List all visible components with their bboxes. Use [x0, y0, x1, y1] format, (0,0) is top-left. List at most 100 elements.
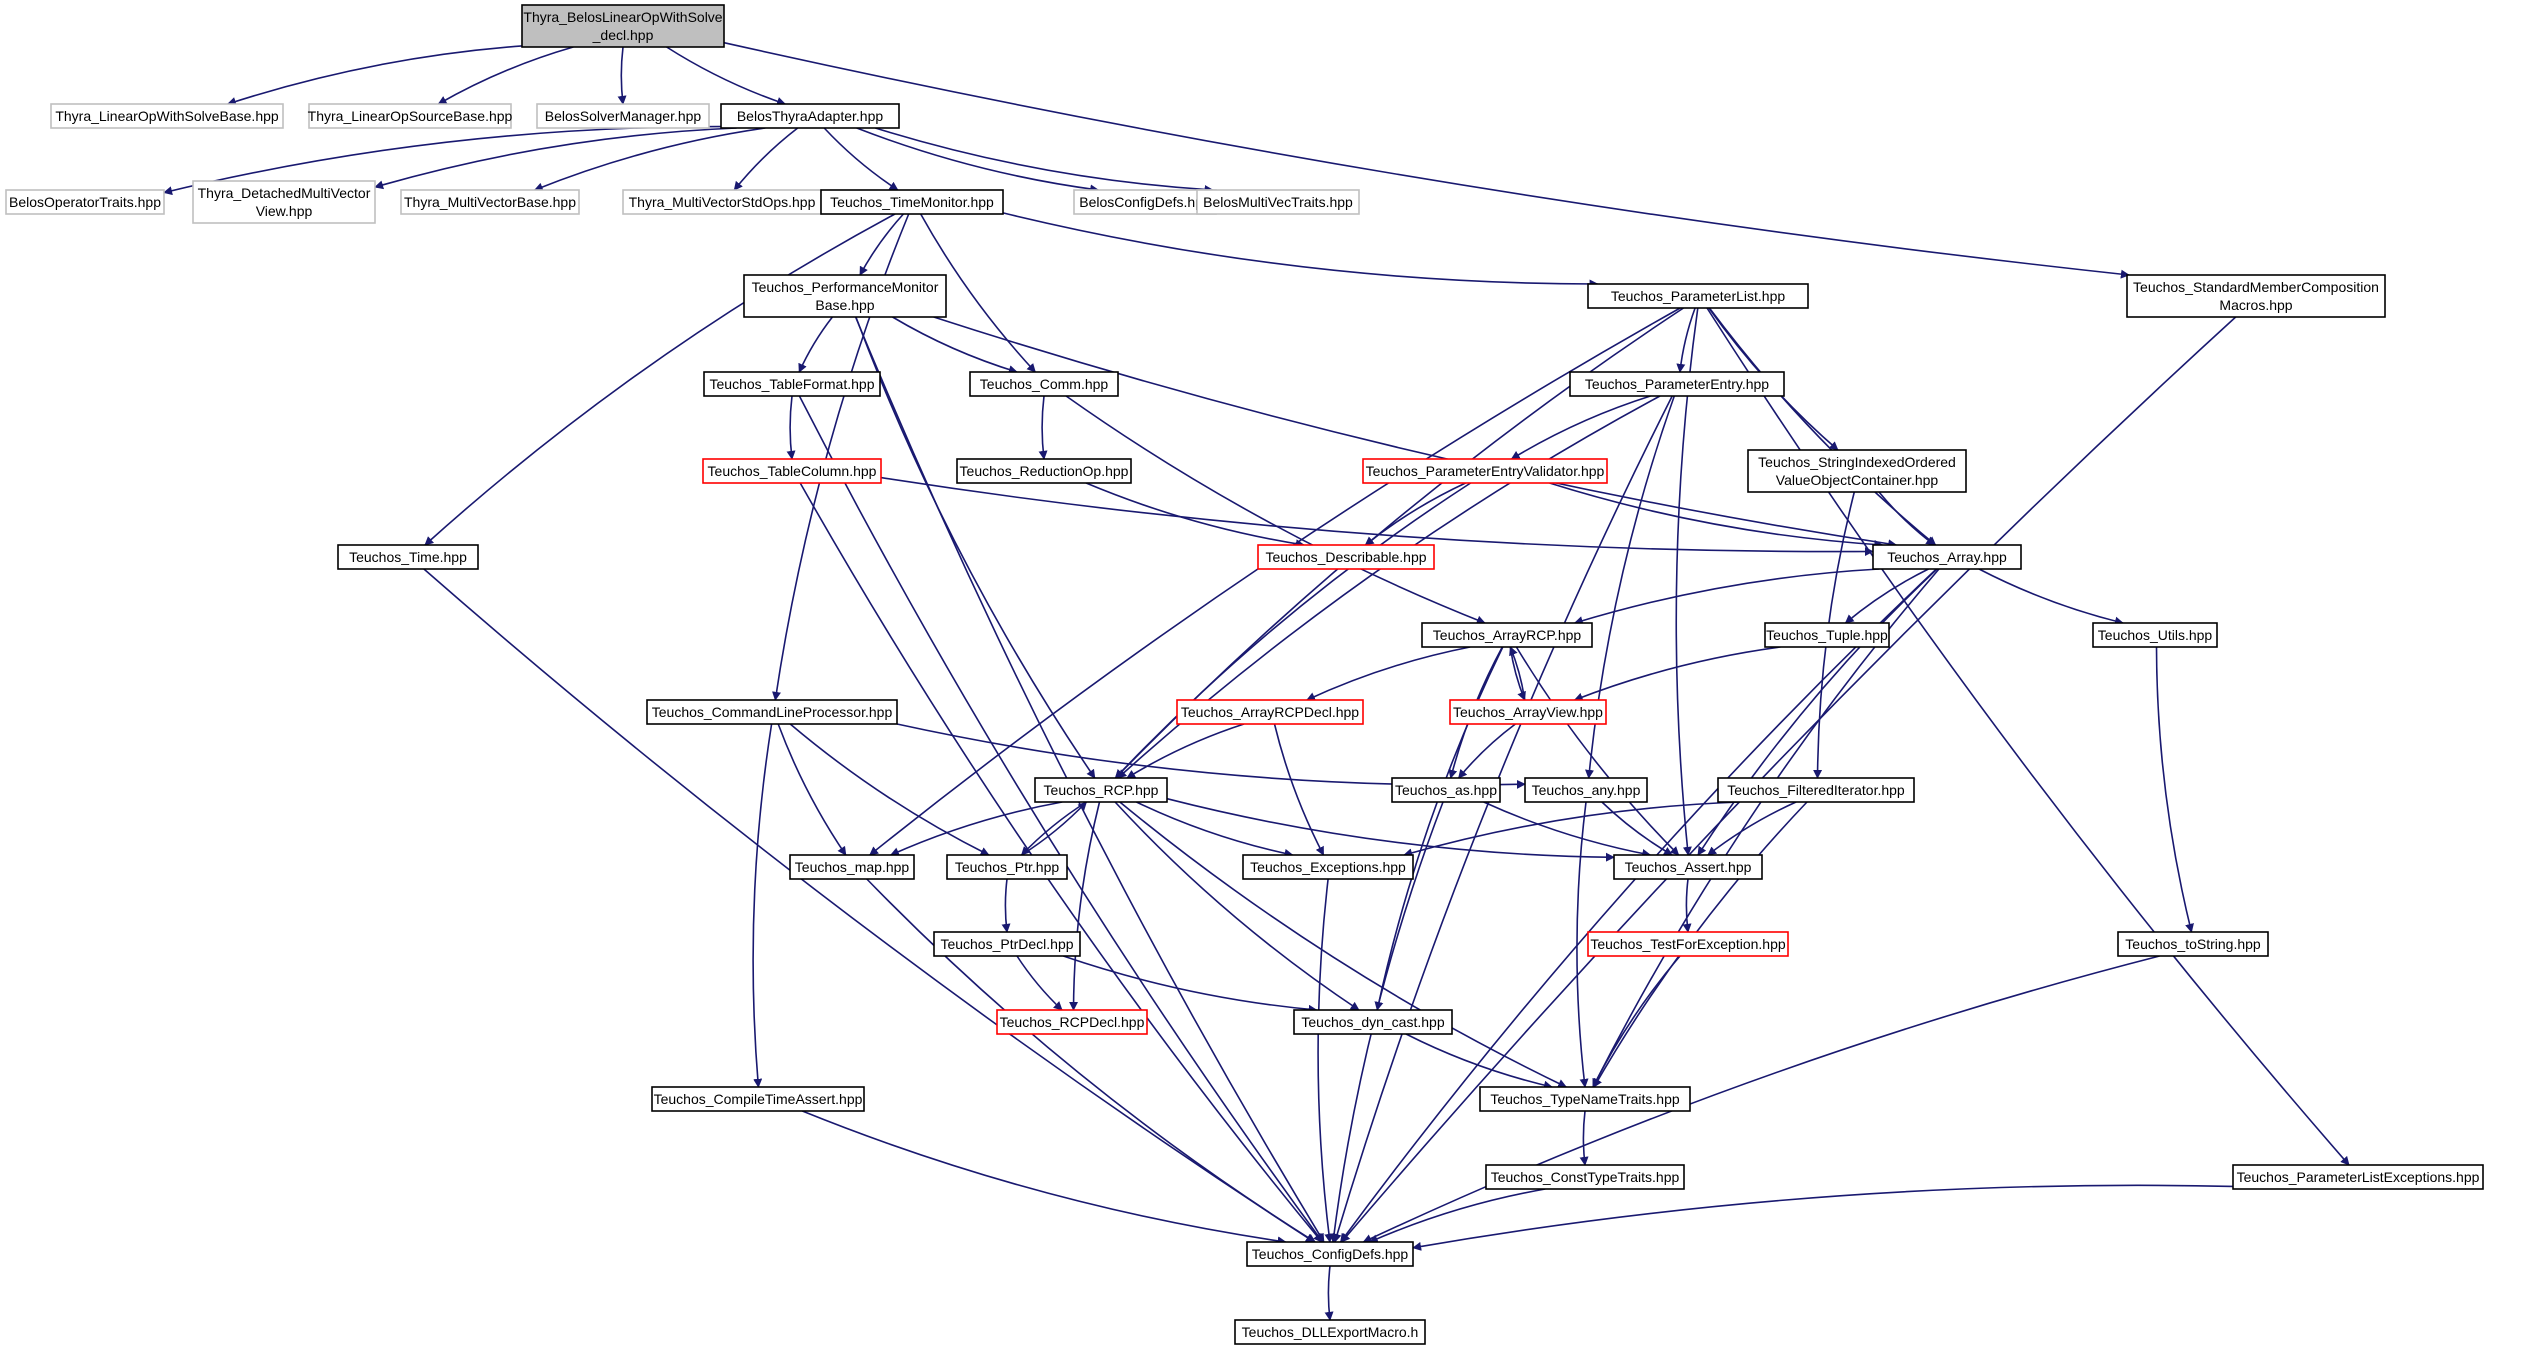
- node-tmvb[interactable]: Thyra_MultiVectorBase.hpp: [400, 189, 580, 215]
- node-ttostr[interactable]: Teuchos_toString.hpp: [2117, 931, 2269, 957]
- edge-tro-to-tdesc: [1085, 482, 1305, 549]
- edge-root-to-bta: [666, 46, 786, 106]
- node-tav[interactable]: Teuchos_ArrayView.hpp: [1449, 699, 1607, 725]
- node-tutil[interactable]: Teuchos_Utils.hpp: [2092, 622, 2218, 648]
- node-label: Teuchos_ParameterList.hpp: [1611, 288, 1786, 304]
- edge-bta-to-tmvso: [733, 127, 799, 191]
- node-tarr[interactable]: Teuchos_Array.hpp: [1872, 544, 2022, 570]
- edge-trcp-to-trcpd: [1069, 801, 1101, 1011]
- edges-layer: [163, 41, 2350, 1321]
- node-tcta[interactable]: Teuchos_CompileTimeAssert.hpp: [651, 1086, 865, 1112]
- node-label: Macros.hpp: [2219, 297, 2292, 313]
- node-tarcp[interactable]: Teuchos_ArrayRCP.hpp: [1421, 622, 1593, 648]
- edge-ttf-to-tcd: [798, 395, 1324, 1243]
- node-box: [1391, 777, 1501, 803]
- node-box: [1073, 189, 1217, 215]
- node-bcd[interactable]: BelosConfigDefs.hpp: [1073, 189, 1217, 215]
- edge-ttm-to-ttime: [424, 213, 896, 546]
- edge-root-to-tsmcm: [723, 41, 2130, 279]
- node-box: [946, 854, 1068, 880]
- node-tarcpd[interactable]: Teuchos_ArrayRCPDecl.hpp: [1176, 699, 1364, 725]
- node-tpe[interactable]: Teuchos_ParameterEntry.hpp: [1569, 371, 1785, 397]
- node-tsmcm[interactable]: Teuchos_StandardMemberCompositionMacros.…: [2126, 274, 2386, 318]
- node-label: Thyra_LinearOpSourceBase.hpp: [308, 108, 513, 124]
- node-lopsb[interactable]: Thyra_LinearOpSourceBase.hpp: [308, 103, 513, 129]
- edge-tpev-to-tarr: [1549, 482, 1884, 549]
- edge-bta-to-tdmv: [374, 127, 737, 190]
- edge-tav-to-tas: [1457, 723, 1516, 779]
- node-bsm[interactable]: BelosSolverManager.hpp: [536, 103, 710, 129]
- node-ttnt[interactable]: Teuchos_TypeNameTraits.hpp: [1479, 1086, 1691, 1112]
- node-bta[interactable]: BelosThyraAdapter.hpp: [720, 103, 900, 129]
- node-trcp[interactable]: Teuchos_RCP.hpp: [1034, 777, 1168, 803]
- node-label: Teuchos_any.hpp: [1532, 782, 1641, 798]
- edge-tarcp-to-tav: [1509, 646, 1526, 701]
- edge-root-to-lopsb: [437, 46, 574, 105]
- node-box: [1569, 371, 1785, 397]
- node-label: Teuchos_StandardMemberComposition: [2133, 279, 2379, 295]
- node-box: [2126, 274, 2386, 318]
- edge-bta-to-bcd: [856, 127, 1100, 194]
- edge-tarcp-to-tassert: [1515, 646, 1680, 856]
- node-ttup[interactable]: Teuchos_Tuple.hpp: [1764, 622, 1890, 648]
- node-tmap[interactable]: Teuchos_map.hpp: [789, 854, 915, 880]
- node-tctt[interactable]: Teuchos_ConstTypeTraits.hpp: [1485, 1164, 1685, 1190]
- node-box: [956, 458, 1132, 484]
- node-tro[interactable]: Teuchos_ReductionOp.hpp: [956, 458, 1132, 484]
- node-tdesc[interactable]: Teuchos_Describable.hpp: [1257, 544, 1435, 570]
- node-box: [308, 103, 512, 129]
- node-tpev[interactable]: Teuchos_ParameterEntryValidator.hpp: [1362, 458, 1608, 484]
- edge-tsmcm-to-tcd: [1340, 316, 2237, 1243]
- node-bmvt[interactable]: BelosMultiVecTraits.hpp: [1196, 189, 1360, 215]
- node-box: [50, 103, 284, 129]
- node-ttime[interactable]: Teuchos_Time.hpp: [337, 544, 479, 570]
- node-tcd[interactable]: Teuchos_ConfigDefs.hpp: [1246, 1241, 1414, 1267]
- node-texc[interactable]: Teuchos_Exceptions.hpp: [1242, 854, 1414, 880]
- node-label: Thyra_LinearOpWithSolveBase.hpp: [55, 108, 279, 124]
- edge-tcta-to-tcd: [802, 1110, 1287, 1246]
- node-bot[interactable]: BelosOperatorTraits.hpp: [5, 189, 165, 215]
- node-label: Teuchos_ConstTypeTraits.hpp: [1491, 1169, 1680, 1185]
- edge-tpl-to-tple: [1706, 307, 2350, 1166]
- node-tany[interactable]: Teuchos_any.hpp: [1524, 777, 1648, 803]
- node-ttfe[interactable]: Teuchos_TestForException.hpp: [1587, 931, 1789, 957]
- node-tfi[interactable]: Teuchos_FilteredIterator.hpp: [1717, 777, 1915, 803]
- node-tdyn[interactable]: Teuchos_dyn_cast.hpp: [1293, 1009, 1453, 1035]
- node-label: Teuchos_Exceptions.hpp: [1250, 859, 1406, 875]
- node-tptrd[interactable]: Teuchos_PtrDecl.hpp: [933, 931, 1081, 957]
- node-label: Teuchos_DLLExportMacro.h: [1242, 1324, 1419, 1340]
- edge-tarcp-to-tdyn: [1374, 646, 1504, 1011]
- node-box: [720, 103, 900, 129]
- node-box: [703, 371, 881, 397]
- node-ttc[interactable]: Teuchos_TableColumn.hpp: [702, 458, 882, 484]
- node-tptr[interactable]: Teuchos_Ptr.hpp: [946, 854, 1068, 880]
- node-tassert[interactable]: Teuchos_Assert.hpp: [1613, 854, 1763, 880]
- edge-tpe-to-tany: [1585, 395, 1676, 779]
- node-tsiov[interactable]: Teuchos_StringIndexedOrderedValueObjectC…: [1747, 449, 1967, 493]
- node-tdll[interactable]: Teuchos_DLLExportMacro.h: [1234, 1319, 1426, 1345]
- node-ttf[interactable]: Teuchos_TableFormat.hpp: [703, 371, 881, 397]
- node-lowsb[interactable]: Thyra_LinearOpWithSolveBase.hpp: [50, 103, 284, 129]
- node-tclp[interactable]: Teuchos_CommandLineProcessor.hpp: [646, 699, 898, 725]
- edge-tcomm-to-tarcp: [1065, 395, 1486, 625]
- edge-ttm-to-tcomm: [920, 213, 1036, 373]
- edge-trcp-to-tdyn: [1114, 801, 1360, 1011]
- node-label: Teuchos_CompileTimeAssert.hpp: [654, 1091, 863, 1107]
- edge-tple-to-tcd: [1412, 1184, 2234, 1251]
- node-box: [1524, 777, 1648, 803]
- edge-ttf-to-ttc: [786, 395, 796, 460]
- node-tcomm[interactable]: Teuchos_Comm.hpp: [969, 371, 1119, 397]
- node-root[interactable]: Thyra_BelosLinearOpWithSolve_decl.hpp: [521, 4, 725, 48]
- node-tple[interactable]: Teuchos_ParameterListExceptions.hpp: [2232, 1164, 2484, 1190]
- node-label: Teuchos_PerformanceMonitor: [752, 279, 939, 295]
- edge-tcd-to-tdll: [1324, 1265, 1334, 1321]
- node-tpl[interactable]: Teuchos_ParameterList.hpp: [1587, 283, 1809, 309]
- edge-tmap-to-tcd: [866, 878, 1316, 1243]
- node-trcpd[interactable]: Teuchos_RCPDecl.hpp: [996, 1009, 1148, 1035]
- node-ttm[interactable]: Teuchos_TimeMonitor.hpp: [820, 189, 1004, 215]
- node-tmvso[interactable]: Thyra_MultiVectorStdOps.hpp: [622, 189, 822, 215]
- node-tas[interactable]: Teuchos_as.hpp: [1391, 777, 1501, 803]
